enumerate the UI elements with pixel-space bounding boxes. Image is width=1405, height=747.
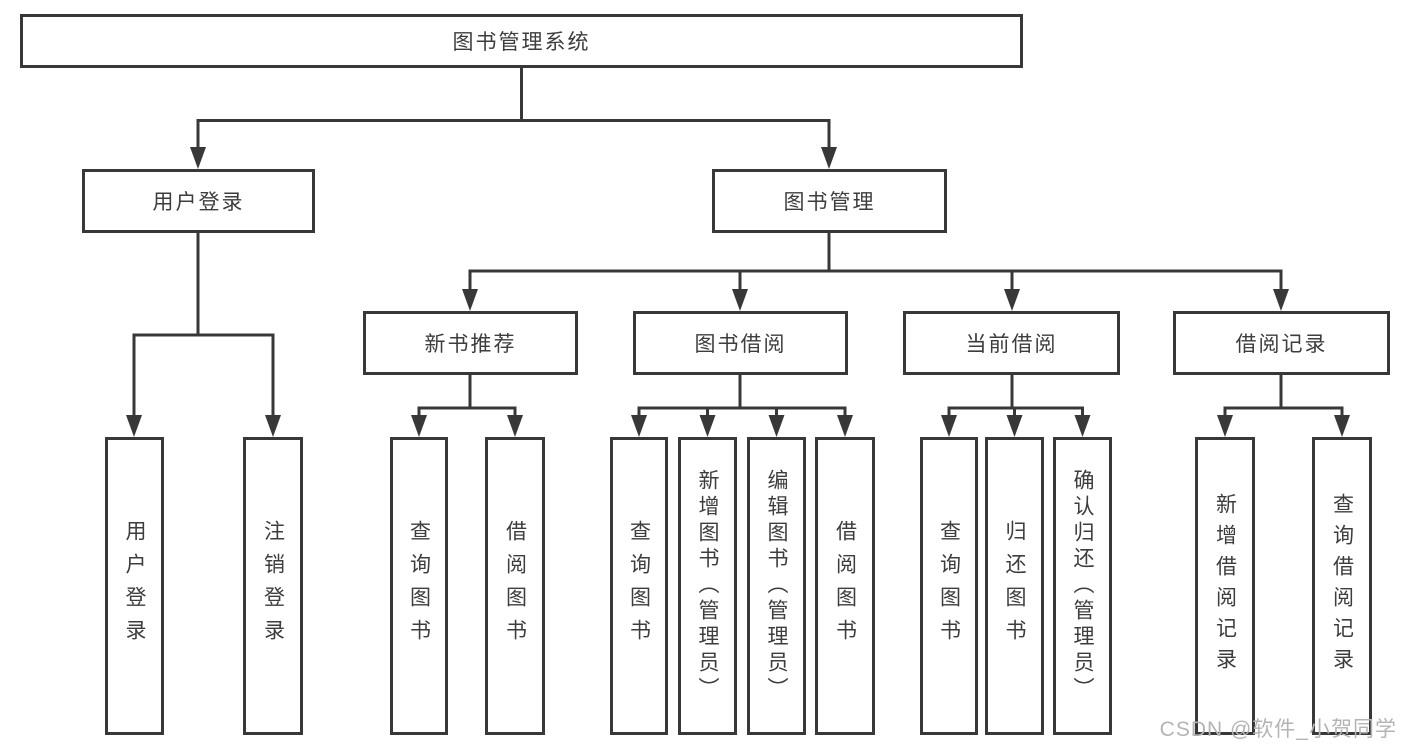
node-current-borrowing: 当前借阅 <box>903 311 1120 375</box>
csdn-watermark: CSDN @软件_小贺同学 <box>1159 718 1397 741</box>
connector-borrowing-records-to-leaves <box>1217 375 1350 437</box>
leaf-cb-return-books: 归还图书 <box>985 437 1044 735</box>
leaf-nb-borrow-books: 借阅图书 <box>485 437 545 735</box>
connector-book-borrowing-to-leaves <box>631 375 853 437</box>
node-borrowing-records: 借阅记录 <box>1173 311 1390 375</box>
leaf-cb-confirm-return-admin: 确认归还（管理员） <box>1053 437 1112 735</box>
node-user-login: 用户登录 <box>82 169 315 233</box>
leaf-bb-borrow-books: 借阅图书 <box>815 437 875 735</box>
connector-user-login-to-leaves <box>126 233 281 437</box>
connector-book-management-to-level3 <box>462 233 1289 311</box>
leaf-bb-query-books: 查询图书 <box>610 437 668 735</box>
node-new-book-recommend: 新书推荐 <box>363 311 578 375</box>
node-book-management: 图书管理 <box>712 169 947 233</box>
leaf-br-add-record: 新增借阅记录 <box>1195 437 1255 735</box>
node-book-borrowing: 图书借阅 <box>633 311 848 375</box>
connector-new-book-to-leaves <box>411 375 523 437</box>
leaf-user-login: 用户登录 <box>105 437 164 735</box>
connector-current-borrowing-to-leaves <box>941 375 1091 437</box>
leaf-bb-add-books-admin: 新增图书（管理员） <box>678 437 737 735</box>
node-root: 图书管理系统 <box>20 14 1023 68</box>
leaf-cb-query-books: 查询图书 <box>920 437 978 735</box>
leaf-bb-edit-books-admin: 编辑图书（管理员） <box>747 437 806 735</box>
connector-root-to-level2 <box>190 68 837 169</box>
leaf-br-query-record: 查询借阅记录 <box>1312 437 1372 735</box>
leaf-logout: 注销登录 <box>243 437 303 735</box>
leaf-nb-query-books: 查询图书 <box>390 437 448 735</box>
